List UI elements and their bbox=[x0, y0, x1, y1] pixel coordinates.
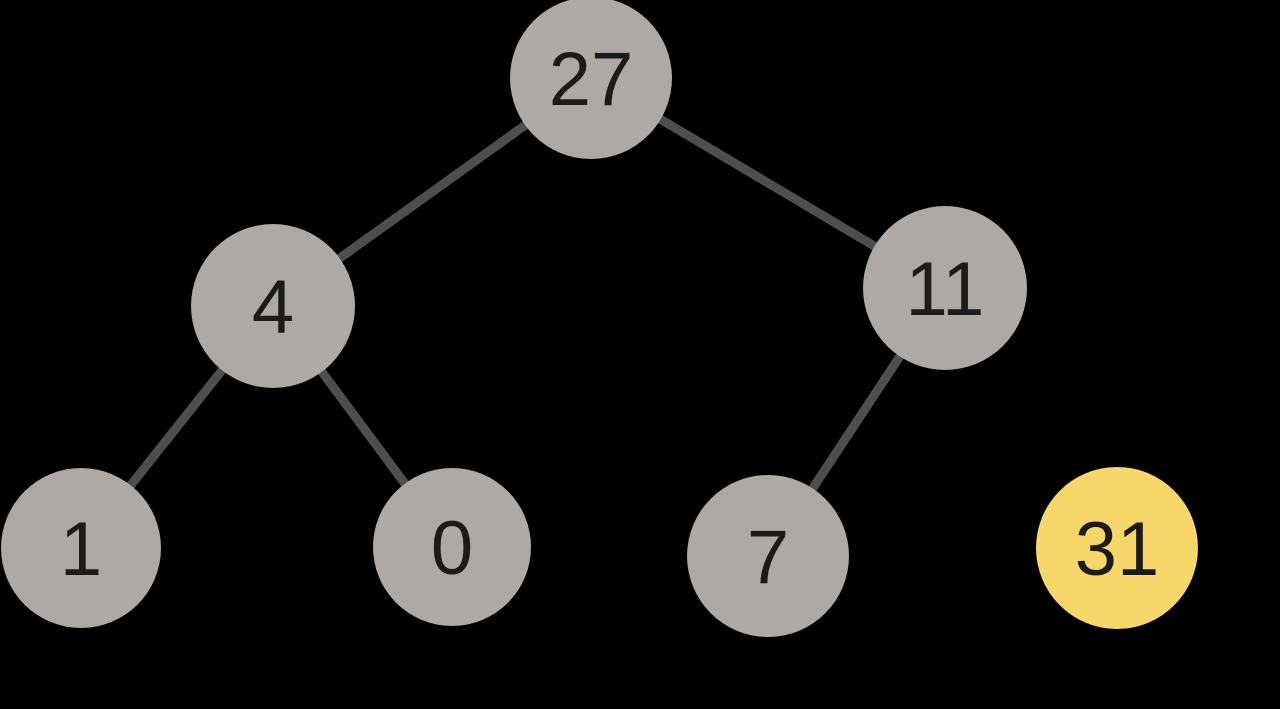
tree-node-11[interactable]: 11 bbox=[863, 206, 1027, 370]
node-circle bbox=[1, 468, 161, 628]
node-circle bbox=[510, 0, 672, 159]
tree-node-31[interactable]: 31 bbox=[1036, 467, 1198, 629]
node-circle bbox=[687, 475, 849, 637]
highlighted-node-circle bbox=[1036, 467, 1198, 629]
node-circle bbox=[191, 224, 355, 388]
tree-node-1[interactable]: 1 bbox=[1, 468, 161, 628]
node-circle bbox=[863, 206, 1027, 370]
tree-node-4[interactable]: 4 bbox=[191, 224, 355, 388]
tree-node-0[interactable]: 0 bbox=[373, 468, 531, 626]
tree-node-7[interactable]: 7 bbox=[687, 475, 849, 637]
tree-node-27[interactable]: 27 bbox=[510, 0, 672, 159]
node-circle bbox=[373, 468, 531, 626]
